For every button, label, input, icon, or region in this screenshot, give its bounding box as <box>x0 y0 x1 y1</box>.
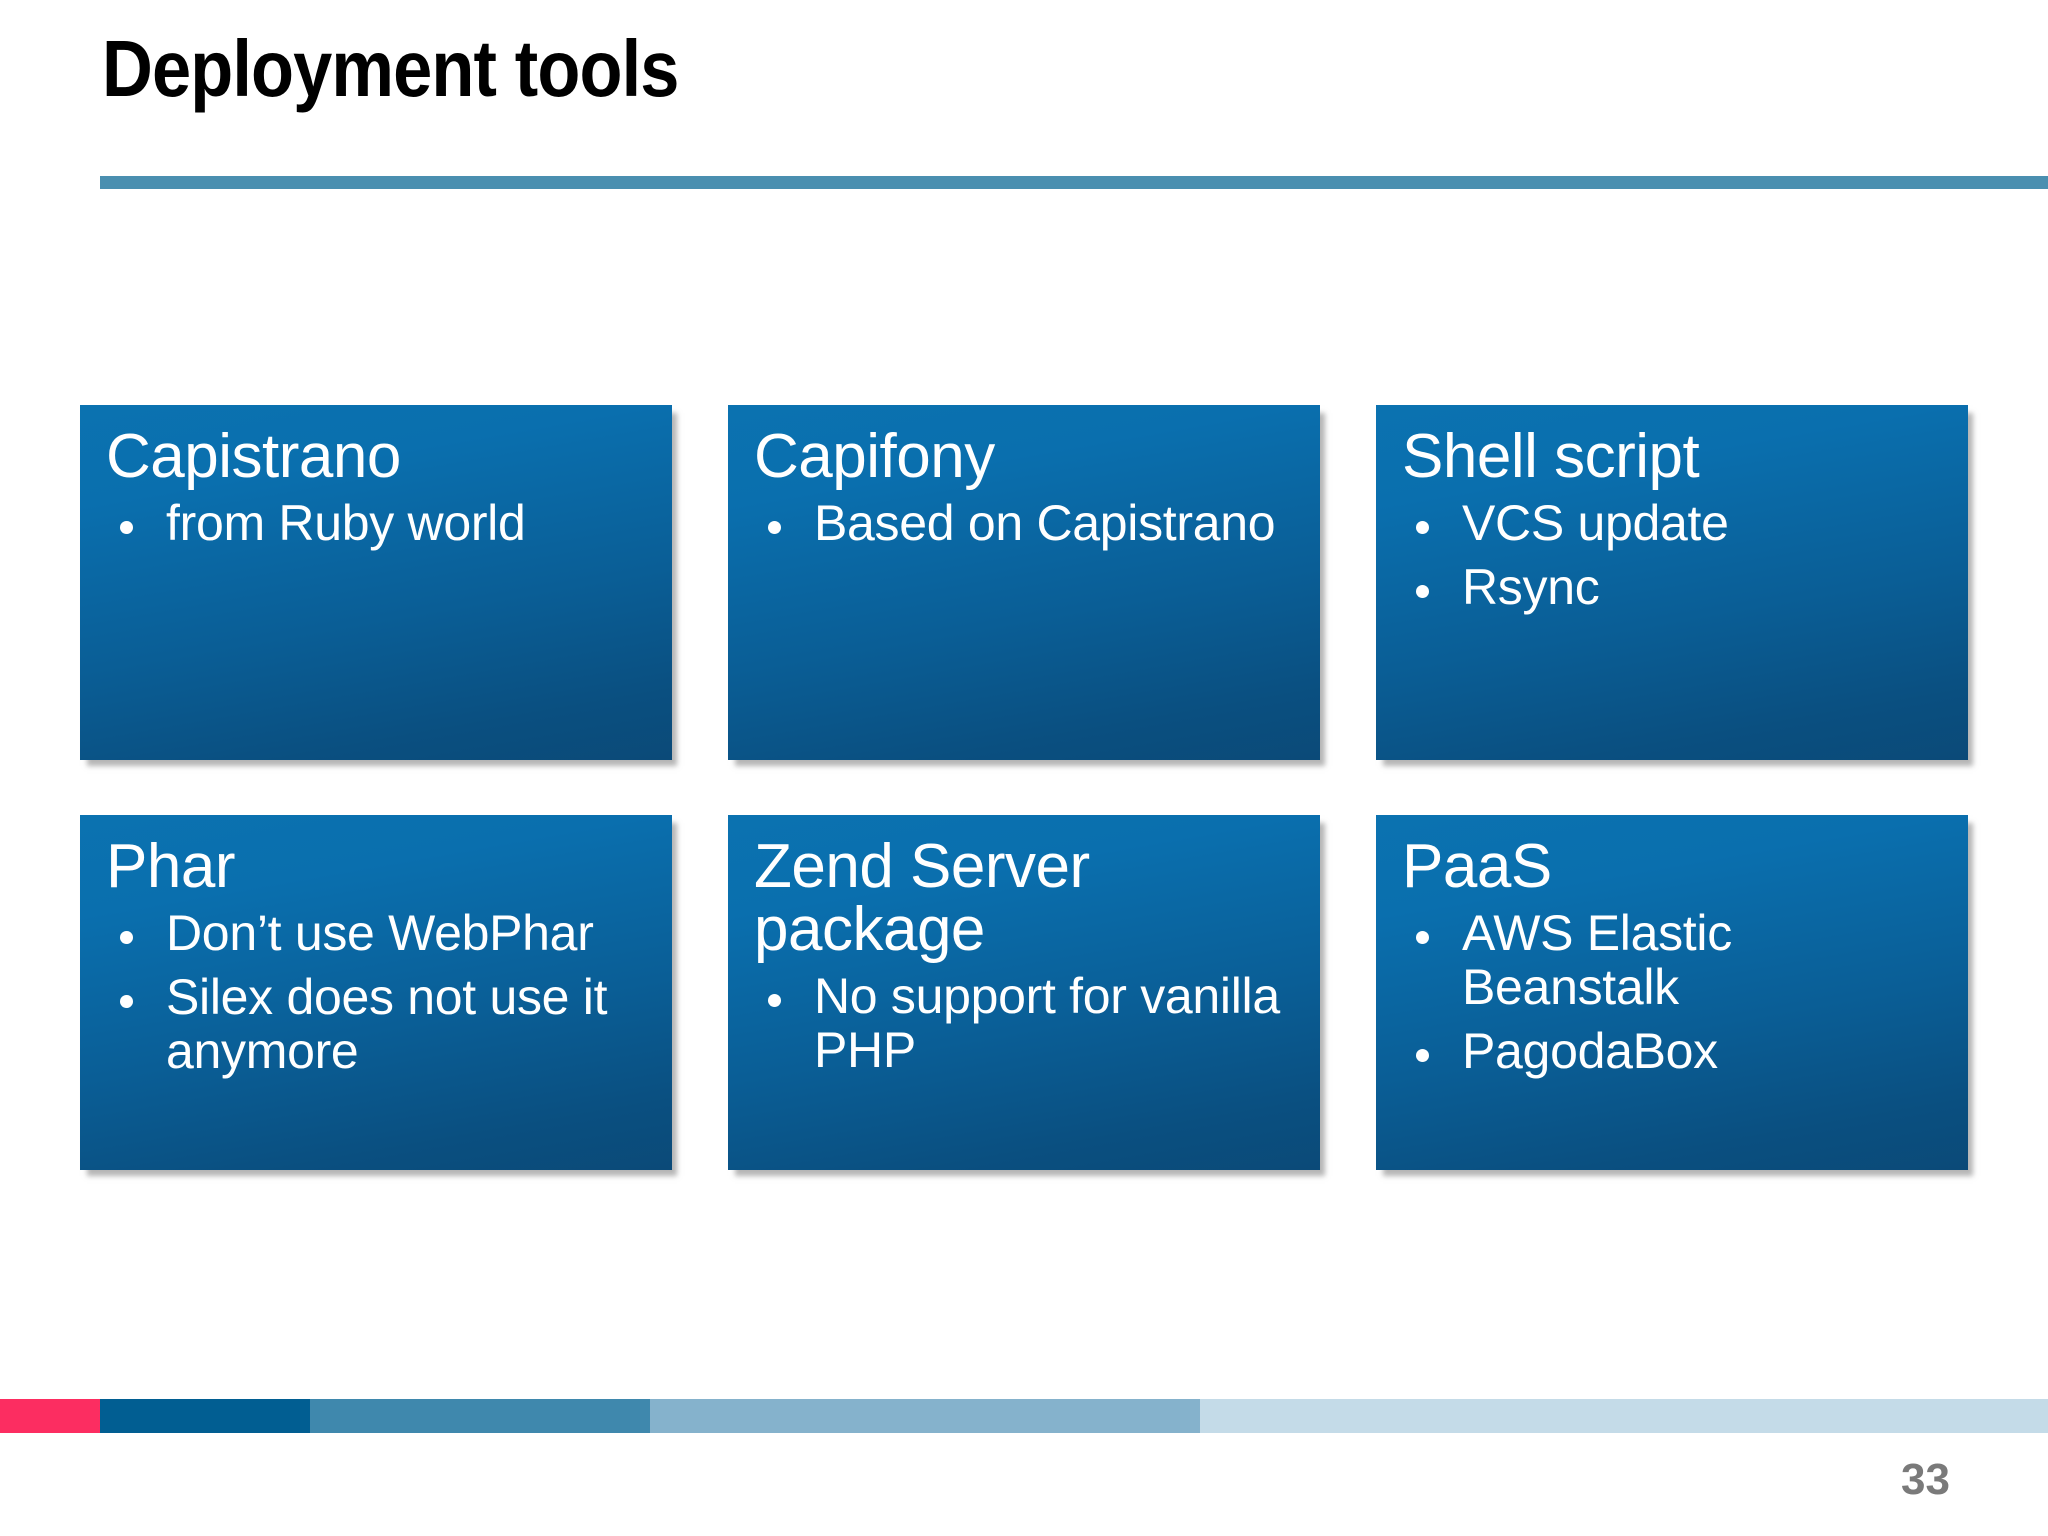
bullet-dot-icon <box>120 931 133 945</box>
tool-card-phar[interactable]: Phar Don’t use WebPhar Silex does not us… <box>80 815 672 1170</box>
bullet-dot-icon <box>1416 931 1429 945</box>
list-item: VCS update <box>1402 496 1942 550</box>
segment-pink <box>0 1399 100 1433</box>
bullet-dot-icon <box>768 994 781 1008</box>
tool-card-paas[interactable]: PaaS AWS Elastic Beanstalk PagodaBox <box>1376 815 1968 1170</box>
tool-card-title: PaaS <box>1402 832 1552 901</box>
tool-card-bullet-list: Don’t use WebPhar Silex does not use it … <box>106 906 646 1078</box>
bullet-dot-icon <box>768 521 781 535</box>
segment-light-blue <box>650 1399 1200 1433</box>
segment-pale-blue <box>1200 1399 2048 1433</box>
bullet-text: from Ruby world <box>166 495 526 552</box>
bullet-dot-icon <box>1416 585 1429 599</box>
bullet-text: Rsync <box>1462 559 1600 616</box>
page-number: 33 <box>1901 1455 1950 1504</box>
bullet-dot-icon <box>1416 1049 1429 1063</box>
list-item: from Ruby world <box>106 496 646 550</box>
tool-card-title: Phar <box>106 832 235 901</box>
tool-card-title: Capistrano <box>106 422 401 491</box>
tool-card-bullet-list: from Ruby world <box>106 496 646 550</box>
page-title: Deployment tools <box>102 24 679 113</box>
tool-card-bullet-list: No support for vanilla PHP <box>754 969 1294 1077</box>
bullet-text: VCS update <box>1462 495 1729 552</box>
list-item: Based on Capistrano <box>754 496 1294 550</box>
tool-card-title: Zend Server package <box>754 832 1090 965</box>
list-item: Rsync <box>1402 560 1942 614</box>
tool-card-capistrano[interactable]: Capistrano from Ruby world <box>80 405 672 760</box>
title-underline-rule <box>100 176 2048 189</box>
footer-color-bar <box>0 1399 2048 1433</box>
segment-dark-blue <box>100 1399 310 1433</box>
list-item: No support for vanilla PHP <box>754 969 1294 1077</box>
bullet-text: AWS Elastic Beanstalk <box>1462 905 1732 1016</box>
bullet-dot-icon <box>1416 521 1429 535</box>
tool-card-zend-server-package[interactable]: Zend Server package No support for vanil… <box>728 815 1320 1170</box>
bullet-text: Silex does not use it anymore <box>166 969 608 1080</box>
deployment-tools-card-grid: Capistrano from Ruby world Capifony Base… <box>80 405 1968 1170</box>
list-item: Silex does not use it anymore <box>106 970 646 1078</box>
tool-card-bullet-list: Based on Capistrano <box>754 496 1294 550</box>
tool-card-shell-script[interactable]: Shell script VCS update Rsync <box>1376 405 1968 760</box>
bullet-dot-icon <box>120 521 133 535</box>
tool-card-bullet-list: VCS update Rsync <box>1402 496 1942 614</box>
segment-medium-blue <box>310 1399 650 1433</box>
list-item: AWS Elastic Beanstalk <box>1402 906 1942 1014</box>
tool-card-title: Capifony <box>754 422 995 491</box>
bullet-text: Don’t use WebPhar <box>166 905 594 962</box>
list-item: Don’t use WebPhar <box>106 906 646 960</box>
tool-card-title: Shell script <box>1402 422 1700 491</box>
bullet-text: Based on Capistrano <box>814 495 1276 552</box>
bullet-text: PagodaBox <box>1462 1023 1718 1080</box>
tool-card-bullet-list: AWS Elastic Beanstalk PagodaBox <box>1402 906 1942 1078</box>
list-item: PagodaBox <box>1402 1024 1942 1078</box>
bullet-dot-icon <box>120 995 133 1009</box>
bullet-text: No support for vanilla PHP <box>814 968 1280 1079</box>
tool-card-capifony[interactable]: Capifony Based on Capistrano <box>728 405 1320 760</box>
